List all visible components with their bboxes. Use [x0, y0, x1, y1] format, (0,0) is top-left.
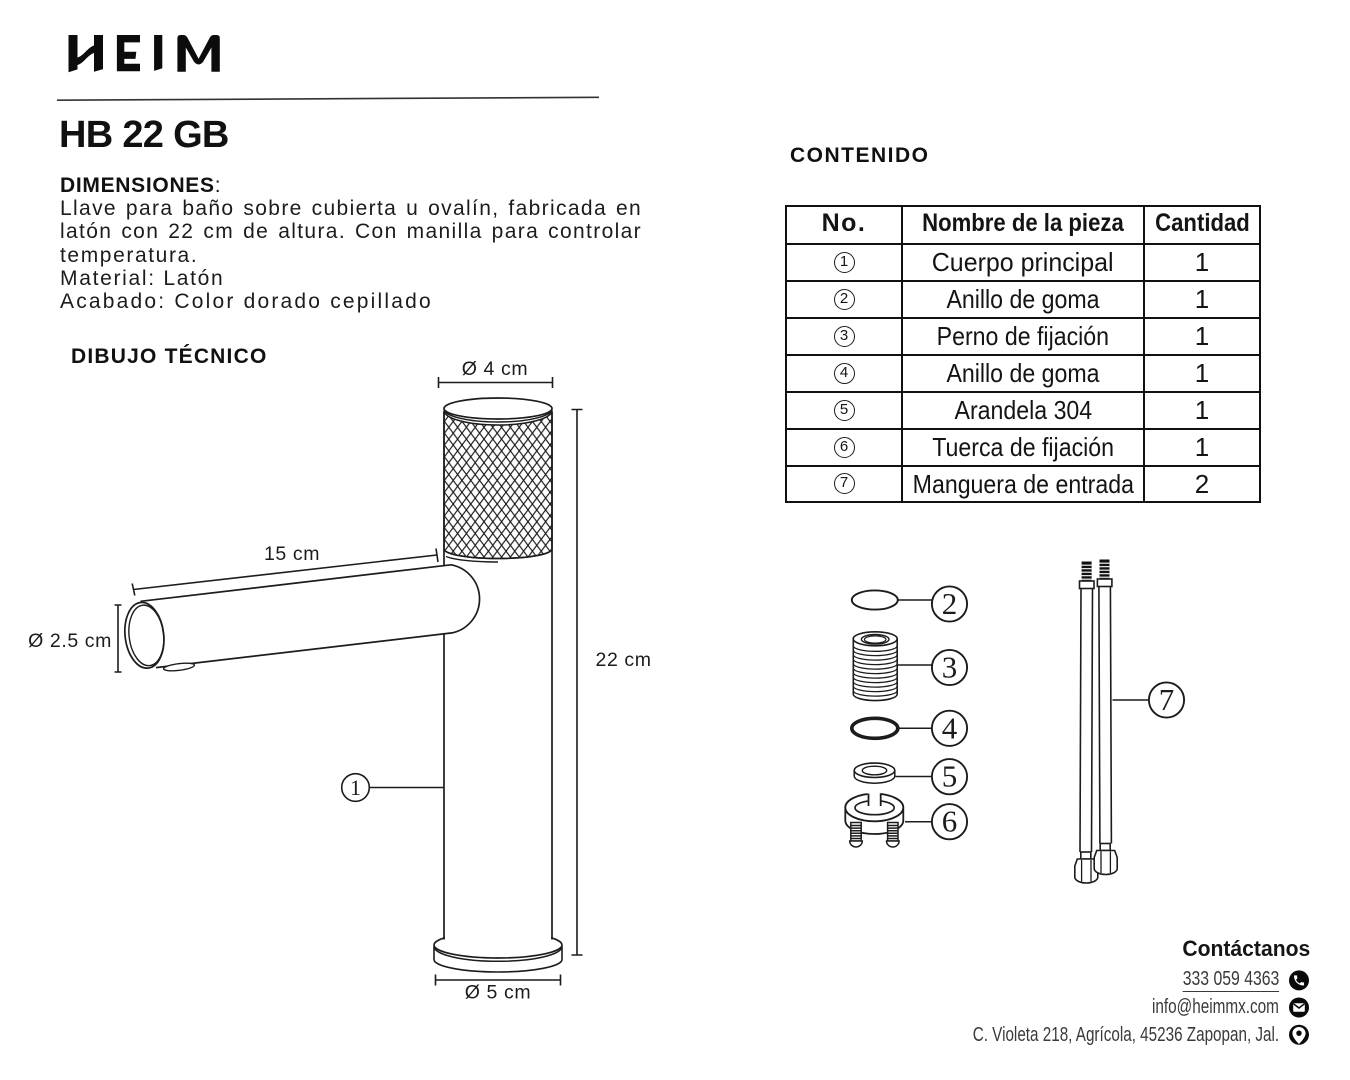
- svg-text:6: 6: [942, 804, 958, 839]
- svg-text:Ø 5 cm: Ø 5 cm: [465, 982, 531, 1004]
- svg-text:7: 7: [1159, 682, 1175, 717]
- svg-text:Ø 4 cm: Ø 4 cm: [462, 358, 528, 380]
- svg-text:5: 5: [942, 759, 958, 794]
- svg-text:1: 1: [350, 775, 361, 800]
- svg-text:4: 4: [942, 710, 958, 745]
- svg-text:Ø 2.5 cm: Ø 2.5 cm: [28, 630, 112, 652]
- svg-text:15 cm: 15 cm: [264, 543, 320, 565]
- svg-text:2: 2: [942, 586, 958, 621]
- svg-text:22 cm: 22 cm: [596, 649, 652, 671]
- svg-text:3: 3: [942, 650, 958, 685]
